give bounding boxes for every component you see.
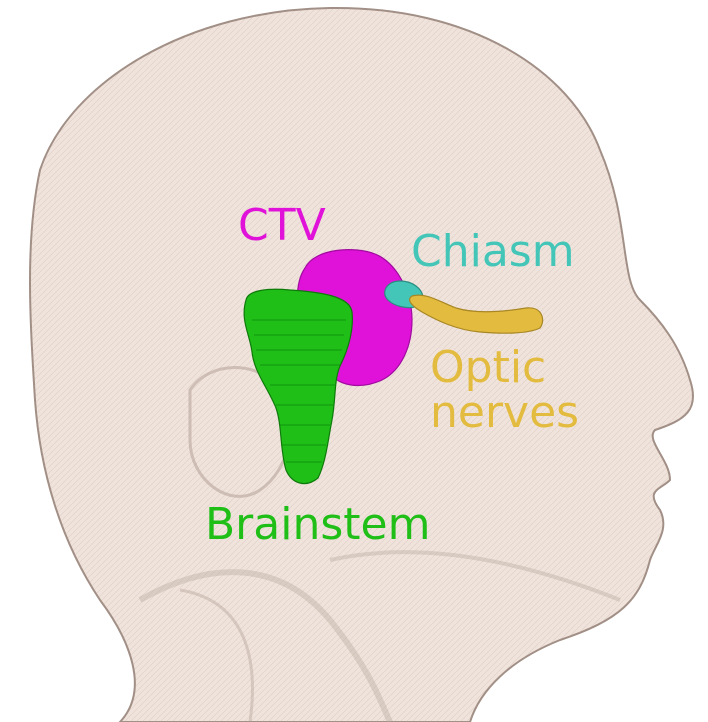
optic-nerves-label: Optic nerves (430, 346, 579, 436)
optic-nerves-label-line1: Optic (430, 346, 579, 391)
chiasm-label: Chiasm (411, 230, 575, 274)
ctv-label: CTV (238, 204, 326, 248)
optic-nerves-label-line2: nerves (430, 391, 579, 436)
brainstem-label: Brainstem (205, 503, 430, 547)
